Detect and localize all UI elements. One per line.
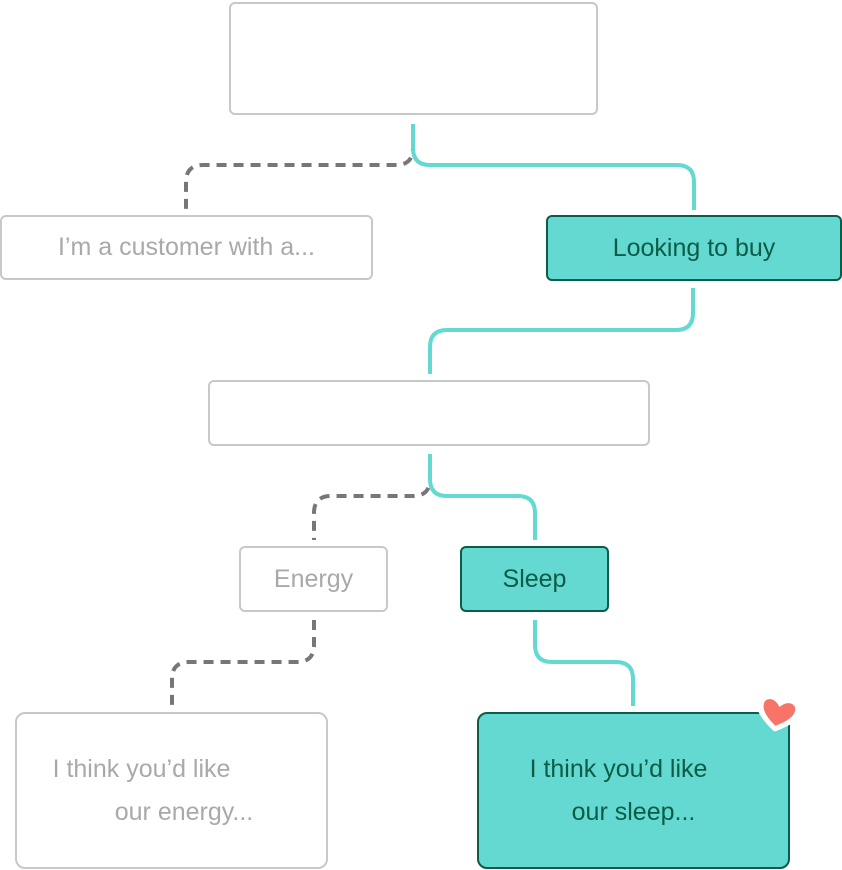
buy-option[interactable]: Looking to buy — [546, 215, 842, 281]
energy-result-card[interactable]: I think you’d like our energy... — [15, 712, 328, 869]
connector-root-to-customer — [184, 124, 415, 210]
energy-result-line2: our energy... — [114, 797, 254, 826]
connector-question-to-energy — [312, 454, 432, 540]
connector-root-to-buy — [411, 124, 696, 210]
sleep-option-label: Sleep — [502, 564, 567, 593]
connector-buy-to-question — [428, 288, 695, 374]
buy-option-label: Looking to buy — [612, 233, 776, 262]
sleep-result-line2: our sleep... — [571, 797, 696, 826]
heart-icon — [757, 695, 800, 732]
connector-sleep-to-result — [533, 620, 635, 706]
sleep-result-card[interactable]: I think you’d like our sleep... — [477, 712, 790, 869]
sleep-result-line1: I think you’d like — [529, 755, 708, 783]
sleep-option[interactable]: Sleep — [460, 546, 609, 612]
connector-energy-to-result — [170, 620, 316, 706]
energy-option[interactable]: Energy — [239, 546, 388, 612]
energy-option-label: Energy — [273, 564, 354, 593]
connector-question-to-sleep — [428, 454, 537, 540]
root-question-box — [229, 2, 598, 115]
energy-result-line1: I think you’d like — [52, 755, 231, 783]
second-question-box — [208, 380, 650, 446]
customer-option-label: I’m a customer with a... — [57, 233, 316, 262]
customer-option[interactable]: I’m a customer with a... — [0, 215, 373, 280]
